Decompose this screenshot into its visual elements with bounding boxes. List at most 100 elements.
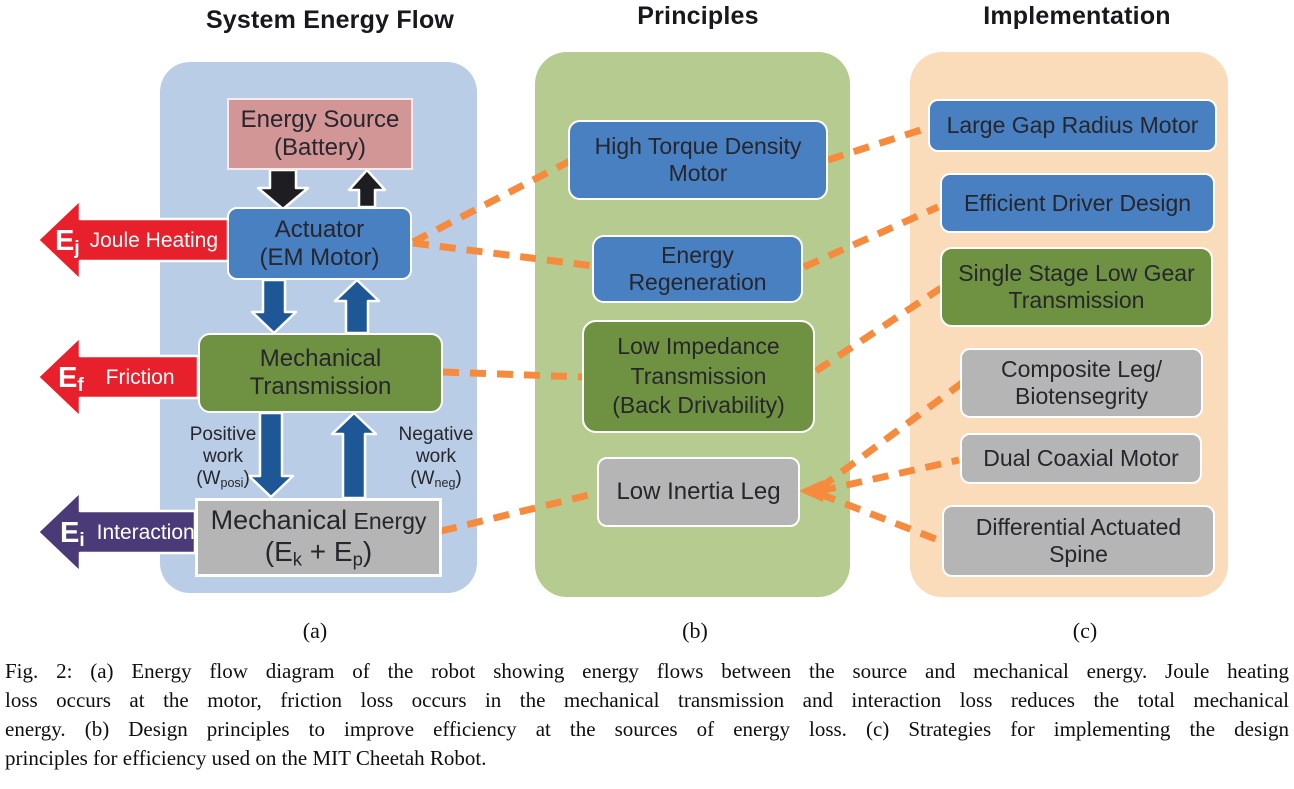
ef-symbol: E (58, 361, 78, 394)
caption-line-2: loss occurs at the motor, friction loss … (5, 688, 1289, 712)
dual-coaxial-line1: Dual Coaxial Motor (983, 445, 1179, 472)
composite-leg-box: Composite Leg/ Biotensegrity (960, 348, 1203, 418)
wneg-sub: neg (434, 476, 456, 490)
positive-work-symbol: (Wposi) (183, 468, 263, 494)
ej-subscript: j (74, 237, 80, 259)
connector-actuator-to-high-torque (411, 157, 572, 246)
mechanical-energy-box: Mechanical Energy (Ek + Ep) (195, 498, 442, 577)
connector-low-inertia-to-diff-spine (818, 490, 953, 549)
negative-work-line2: work (415, 446, 457, 467)
mechanical-energy-word2: Energy (353, 507, 427, 534)
sublabel-b: (b) (682, 618, 708, 643)
low-inertia-leg-box: Low Inertia Leg (597, 457, 800, 527)
figure-caption: Fig. 2: (a) Energy flow diagram of the r… (0, 657, 1294, 773)
mechanical-energy-formula: (Ek + Ep) (265, 536, 372, 570)
single-stage-line2: Transmission (1008, 287, 1145, 313)
friction-arrow (36, 335, 200, 419)
battery-to-actuator-arrow (256, 168, 310, 211)
low-impedance-line3: (Back Drivability) (612, 392, 785, 419)
ej-symbol: E (55, 224, 75, 257)
high-torque-line1: High Torque Density (594, 133, 802, 160)
large-gap-radius-motor-box: Large Gap Radius Motor (928, 99, 1217, 152)
single-stage-line1: Single Stage Low Gear (958, 260, 1195, 287)
connector-low-impedance-to-single-stage (814, 285, 943, 374)
wposi-pre: (W (196, 468, 221, 489)
driver-design-line1: Efficient Driver Design (963, 189, 1192, 216)
ef-subscript: f (77, 374, 84, 396)
formula-post: ) (362, 535, 373, 567)
joule-heating-arrow (36, 198, 230, 282)
efficient-driver-design-box: Efficient Driver Design (940, 173, 1215, 233)
ei-symbol: E (60, 516, 80, 549)
sublabel-a: (a) (302, 618, 328, 643)
dual-coaxial-motor-box: Dual Coaxial Motor (960, 433, 1202, 484)
negative-work-symbol: (Wneg) (396, 468, 476, 494)
wneg-post: ) (455, 468, 462, 489)
energy-source-box: Energy Source (Battery) (227, 98, 413, 170)
negative-work-label: Negative work (Wneg) (396, 424, 476, 494)
interaction-arrow (36, 490, 197, 574)
wneg-pre: (W (410, 468, 435, 489)
high-torque-density-motor-box: High Torque Density Motor (568, 120, 828, 200)
energy-source-line2: (Battery) (273, 134, 366, 161)
energy-source-line1: Energy Source (240, 106, 400, 134)
caption-line-1: Fig. 2: (a) Energy flow diagram of the r… (5, 659, 1289, 683)
connector-energy-regen-to-driver-design (802, 203, 940, 271)
connector-arrowhead-low-inertia (799, 480, 823, 502)
friction-text: Friction (105, 366, 175, 389)
wposi-sub: posi (220, 476, 244, 490)
heading-principles: Principles (637, 2, 759, 30)
diff-spine-line1: Differential Actuated (975, 514, 1182, 541)
low-impedance-transmission-box: Low Impedance Transmission (Back Drivabi… (582, 320, 815, 433)
heading-system-energy-flow: System Energy Flow (205, 6, 455, 34)
composite-leg-line1: Composite Leg/ (1000, 356, 1163, 383)
connector-actuator-to-energy-regeneration (412, 239, 595, 270)
mechanical-transmission-box: Mechanical Transmission (198, 333, 443, 413)
transmission-line1: Mechanical (259, 345, 382, 373)
single-stage-low-gear-box: Single Stage Low Gear Transmission (940, 247, 1213, 327)
sublabel-c: (c) (1072, 618, 1098, 643)
interaction-text: Interaction (96, 521, 195, 544)
formula-pre: (E (264, 535, 293, 567)
mechanical-energy-line1: Mechanical Energy (210, 504, 427, 536)
actuator-box: Actuator (EM Motor) (227, 207, 412, 280)
connector-transmission-to-low-impedance (442, 368, 585, 381)
energy-regen-line2: Regeneration (628, 269, 767, 295)
large-gap-line1: Large Gap Radius Motor (946, 112, 1199, 139)
connector-low-inertia-to-composite-leg (817, 380, 965, 491)
energy-regen-line1: Energy (661, 242, 734, 269)
connector-mech-energy-to-low-inertia (440, 489, 598, 535)
caption-line-3: energy. (b) Design principles to improve… (5, 717, 1289, 741)
positive-work-line1: Positive (189, 424, 257, 445)
low-impedance-line2: Transmission (630, 362, 767, 389)
mechanical-energy-word1: Mechanical (210, 504, 348, 535)
negative-work-arrow (330, 411, 378, 500)
positive-work-label: Positive work (Wposi) (183, 424, 263, 494)
wposi-post: ) (243, 468, 250, 489)
negative-work-line1: Negative (398, 424, 474, 445)
low-impedance-line1: Low Impedance (617, 333, 780, 360)
energy-regeneration-box: Energy Regeneration (592, 235, 803, 303)
transmission-line2: Transmission (249, 373, 392, 400)
connector-high-torque-to-large-gap (826, 123, 932, 164)
actuator-line2: (EM Motor) (259, 243, 380, 271)
actuator-to-battery-arrow (347, 168, 387, 209)
formula-sub-k: k (292, 547, 303, 569)
connector-low-inertia-to-dual-coaxial (819, 456, 960, 495)
composite-leg-line2: Biotensegrity (1015, 383, 1148, 409)
positive-work-arrow (247, 411, 295, 499)
actuator-to-transmission-arrow (250, 278, 298, 335)
high-torque-line2: Motor (668, 160, 728, 186)
caption-line-4: principles for efficiency used on the MI… (5, 746, 487, 770)
low-inertia-line1: Low Inertia Leg (616, 478, 781, 506)
differential-actuated-spine-box: Differential Actuated Spine (942, 505, 1215, 577)
joule-heating-text: Joule Heating (89, 229, 219, 252)
formula-sub-p: p (352, 547, 363, 569)
diff-spine-line2: Spine (1049, 541, 1108, 567)
transmission-to-actuator-arrow (333, 278, 381, 335)
